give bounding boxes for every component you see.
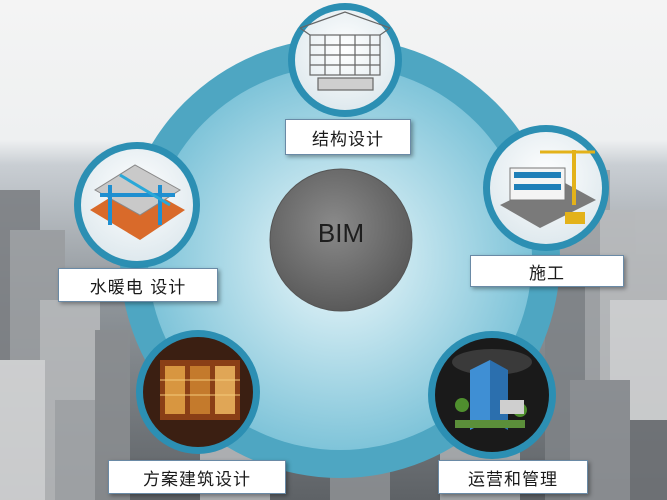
operations-building-icon: [452, 349, 532, 430]
operations-node: [428, 331, 556, 459]
center-label: BIM: [317, 218, 365, 248]
structure-node: [288, 3, 402, 117]
construction-node: [483, 125, 609, 251]
structure-label: 结构设计: [285, 119, 411, 155]
mep-label: 水暖电 设计: [58, 268, 218, 302]
operations-label: 运营和管理: [438, 460, 588, 494]
structure-frame-icon: [299, 11, 391, 91]
mep-pipes-icon: [90, 164, 185, 240]
mep-node: [74, 142, 200, 268]
center-node: [269, 168, 413, 312]
construction-label: 施工: [470, 255, 624, 287]
city-skyline: [0, 170, 667, 500]
architecture-label: 方案建筑设计: [108, 460, 286, 494]
architecture-node: [136, 330, 260, 454]
architecture-interior-icon: [160, 360, 240, 420]
construction-crane-icon: [500, 150, 596, 228]
